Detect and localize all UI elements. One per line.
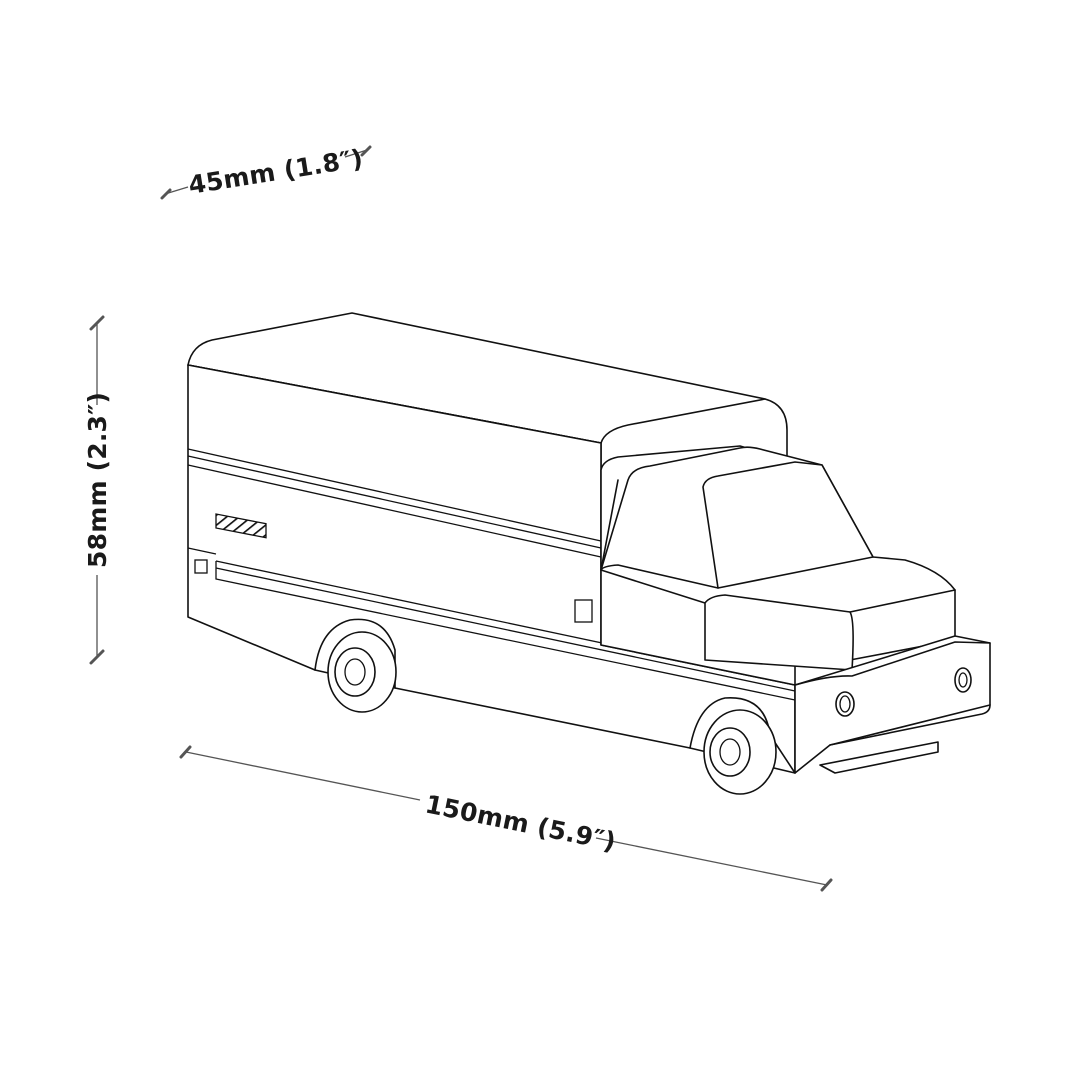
front-bumper xyxy=(794,635,991,774)
height-dimension: 58mm (2.3″) xyxy=(83,315,112,665)
rear-wheel xyxy=(314,618,397,713)
front-wheel xyxy=(689,697,796,795)
side-marker-light xyxy=(194,559,208,574)
left-headlight xyxy=(835,691,855,717)
front-skid-plate xyxy=(819,741,939,774)
lower-stripes xyxy=(187,547,796,701)
windshield xyxy=(702,461,874,589)
upper-stripes xyxy=(187,448,602,558)
depth-dimension: 45mm (1.8″) xyxy=(160,144,372,200)
depth-label: 45mm (1.8″) xyxy=(186,144,364,200)
right-headlight xyxy=(954,667,972,693)
length-label: 150mm (5.9″) xyxy=(423,789,619,856)
height-label: 58mm (2.3″) xyxy=(83,392,112,568)
hazard-stripe-badge xyxy=(215,513,267,539)
side-door-handle xyxy=(574,599,593,623)
truck-illustration xyxy=(187,312,991,795)
